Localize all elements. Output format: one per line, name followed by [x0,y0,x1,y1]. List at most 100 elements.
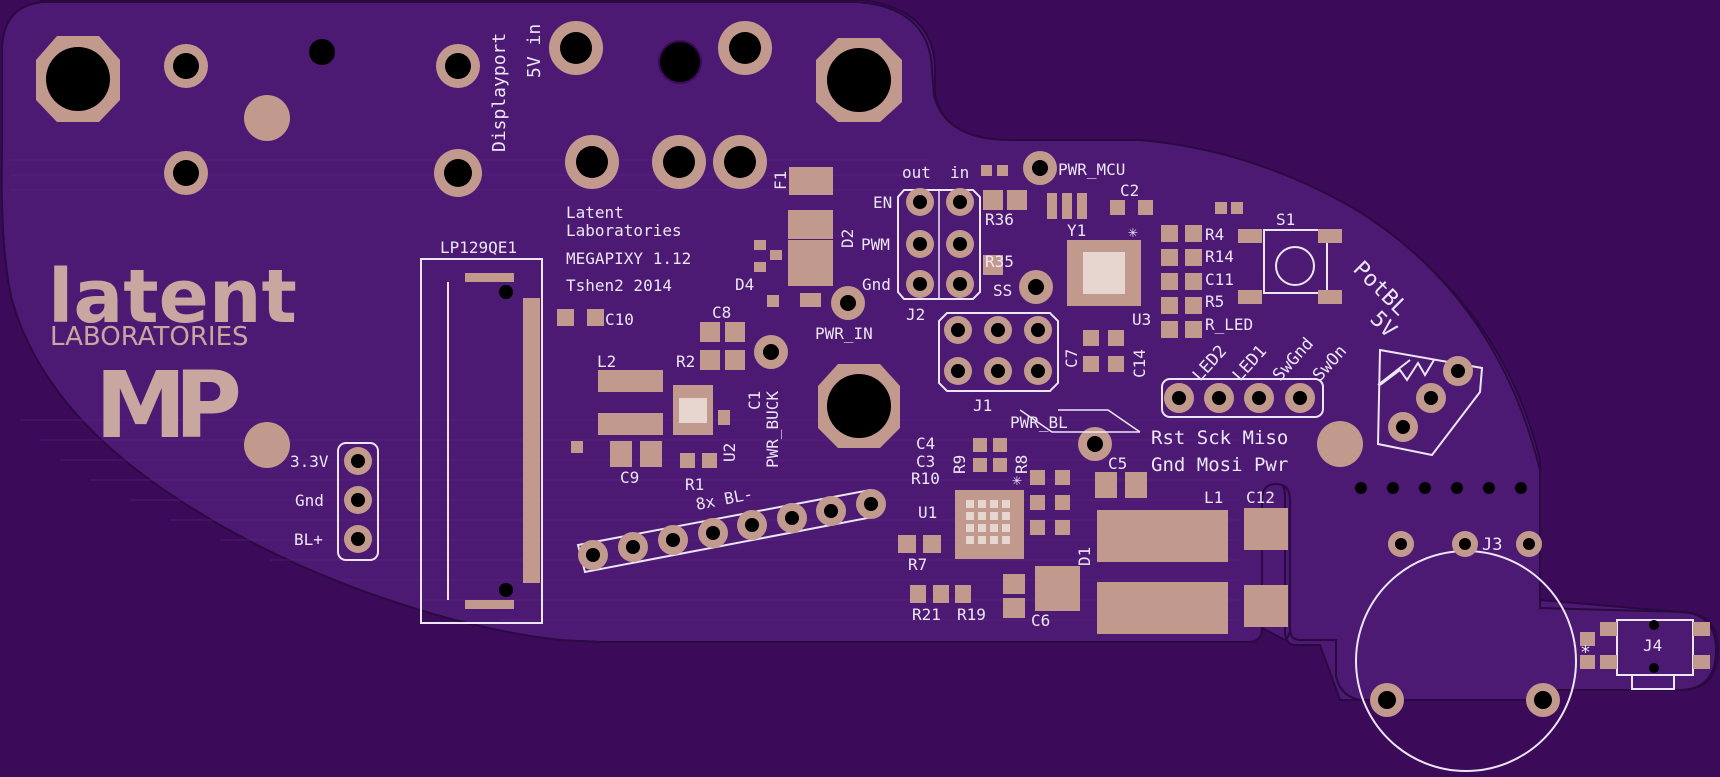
tooling-pad-1 [244,95,290,141]
label-c2: C2 [1120,181,1139,200]
label-r10: R10 [911,469,940,488]
pad-C12-a [1244,508,1288,550]
label-c10: C10 [605,310,634,329]
pad-D2-b [788,240,833,286]
label-ss: SS [993,281,1012,300]
label-l2: L2 [597,352,616,371]
lower-center-labels: C4 C3 R10 R9 R8 C5 U1 R7 D1 L1 C12 R21 R… [908,434,1275,630]
pad-tl2 [164,151,208,195]
credits-line4: Tshen2 2014 [566,276,672,295]
label-r-led: R_LED [1205,315,1253,334]
resistor-column-labels: R4 R14 C11 R5 R_LED [1205,225,1253,334]
th-pads [164,21,772,197]
pad-L1-a [1097,510,1228,562]
label-j1: J1 [973,396,992,415]
trace-texture [10,159,1240,621]
latent-logo: latent LABORATORIES MP [48,254,297,459]
label-c3: C3 [916,452,935,471]
pad-tl3 [436,44,480,88]
smd-parts [557,167,833,468]
pad-dp3 [718,21,772,75]
logo-word-laboratories: LABORATORIES [50,322,249,352]
pad-dp6 [713,135,767,189]
label-d2: D2 [838,229,857,248]
pad-dp2 [658,40,702,84]
credits-line1: Latent [566,203,624,222]
power-header-left: 3.3V Gnd BL+ [290,442,379,561]
label-c1: C1 [745,391,764,410]
label-c6: C6 [1031,611,1050,630]
label-u2: U2 [720,443,739,462]
logo-word-latent: latent [48,254,297,340]
label-j3: J3 [1482,535,1502,555]
label-pwr-mcu: PWR_MCU [1058,160,1125,179]
label-r7: R7 [908,555,927,574]
label-pwm: PWM [861,235,890,254]
test-points: PWR_MCU PWR_IN PWR_BUCK PWR_BL SS [754,151,1125,468]
label-r21: R21 [912,605,941,624]
label-c4: C4 [916,434,935,453]
label-3v3: 3.3V [290,452,329,471]
label-bl-plus: BL+ [294,530,323,549]
header-j2: out in EN PWM Gnd J2 [861,163,981,324]
switch-s1: S1 [1238,210,1342,304]
label-r2: R2 [676,352,695,371]
label-d1: D1 [1075,547,1094,566]
label-j2-in: in [950,163,969,182]
mount-hole-top-right [827,48,891,112]
label-f1: F1 [771,171,790,190]
logo-monogram: MP [95,352,239,459]
chip-u2: U2 [673,385,739,462]
lower-center-parts [898,438,1288,634]
tooling-pad-3 [1317,421,1363,467]
label-c9: C9 [620,468,639,487]
pad-C12-b [1244,585,1288,627]
label-r4: R4 [1205,225,1224,244]
label-gnd-left: Gnd [295,491,324,510]
label-r8: R8 [1012,455,1031,474]
resistor-column [1161,202,1243,338]
pad-L1-b [1097,582,1228,634]
label-r36: R36 [985,210,1014,229]
chip-u1 [955,490,1024,559]
pad-D2-a [788,210,833,239]
label-r9: R9 [950,455,969,474]
label-d4: D4 [735,275,754,294]
label-c11: C11 [1205,270,1234,289]
label-r14: R14 [1205,247,1234,266]
mcu-area: R36 R35 Y1 C2 U3 C7 C14 ✳ [981,165,1153,378]
tooling-pad-2 [244,422,290,468]
label-s1: S1 [1276,210,1295,229]
label-isp-row1: Rst Sck Miso [1151,427,1288,449]
misc-labels: F1 D2 D4 C10 C8 L2 R2 C1 R1 C9 [597,171,857,494]
label-u3: U3 [1132,310,1151,329]
label-c5: C5 [1108,454,1127,473]
header-j1: J1 Rst Sck Miso Gnd Mosi Pwr [938,312,1288,476]
label-j2-out: out [902,163,931,182]
credits-block: Latent Laboratories MEGAPIXY 1.12 Tshen2… [566,203,691,295]
label-r1: R1 [685,475,704,494]
pad-C10-b [587,309,604,326]
connector-j4: J4 * [1580,619,1710,690]
label-pwr-in: PWR_IN [815,324,873,343]
asterisk-j4: * [1580,642,1591,663]
mount-hole-topleft [46,47,110,111]
mounting-holes [36,36,1363,468]
mount-hole-center [827,374,891,438]
label-gnd-j2: Gnd [862,275,891,294]
lcd-connector: LP129QE1 [420,238,543,624]
label-r35: R35 [985,252,1014,271]
label-5v-in: 5V in [524,24,545,78]
label-u1: U1 [918,503,937,522]
pad-dp4 [565,135,619,189]
label-displayport: Displayport [489,33,510,152]
label-j4: J4 [1643,636,1662,655]
label-j2: J2 [906,305,925,324]
pad-dp5 [652,135,706,189]
credits-line2: Laboratories [566,221,682,240]
star-r8: ✳ [1012,470,1022,489]
label-c14: C14 [1130,349,1149,378]
credits-line3: MEGAPIXY 1.12 [566,249,691,268]
